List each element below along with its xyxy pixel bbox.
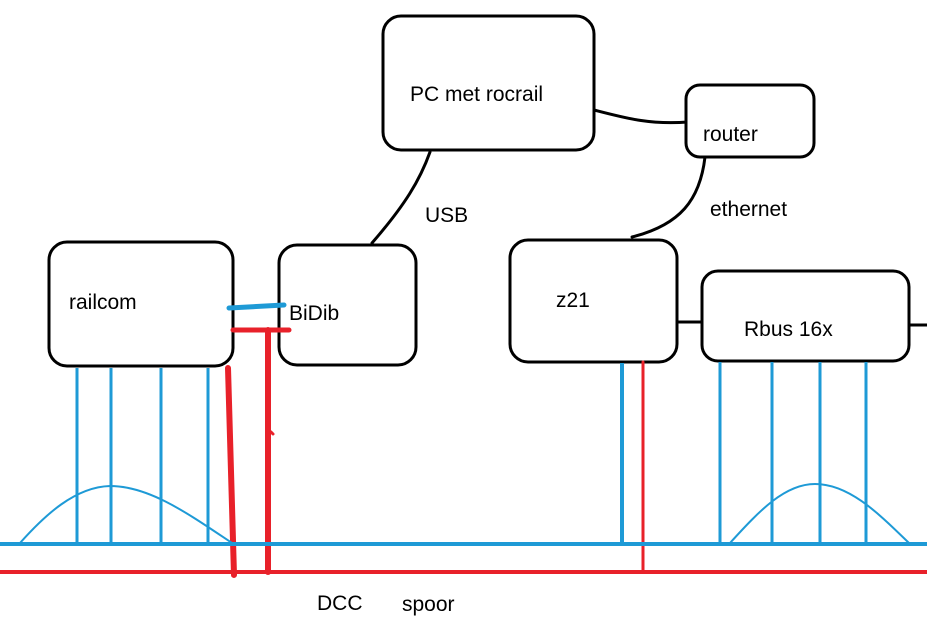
rbus-box (700, 269, 911, 363)
pc-label: PC met rocrail (410, 83, 543, 106)
pc-box (381, 14, 596, 152)
router-label: router (703, 123, 758, 146)
bidib-signal-link (226, 302, 287, 311)
usb-connection-line (370, 150, 432, 245)
bidib-label: BiDib (289, 302, 339, 325)
dcc-label: DCC (317, 592, 363, 615)
railcom-detection-curve (19, 485, 233, 544)
rbus-label: Rbus 16x (744, 318, 833, 341)
z21-label: z21 (556, 289, 590, 312)
bidib-power-tick (269, 430, 275, 436)
railcom-power-drop (225, 365, 237, 578)
ethernet-label: ethernet (710, 198, 787, 221)
pc-router-connection-line (592, 108, 690, 125)
router-box (684, 83, 816, 159)
usb-label: USB (425, 204, 468, 227)
railcom-label: railcom (69, 291, 137, 314)
ethernet-connection-line (630, 155, 707, 239)
railcom-signal-drops (75, 368, 210, 545)
z21-box (508, 238, 679, 364)
railcom-box (47, 240, 235, 368)
rbus-detection-curve (729, 483, 910, 544)
spoor-label: spoor (402, 593, 455, 616)
rbus-signal-drops (718, 362, 868, 545)
